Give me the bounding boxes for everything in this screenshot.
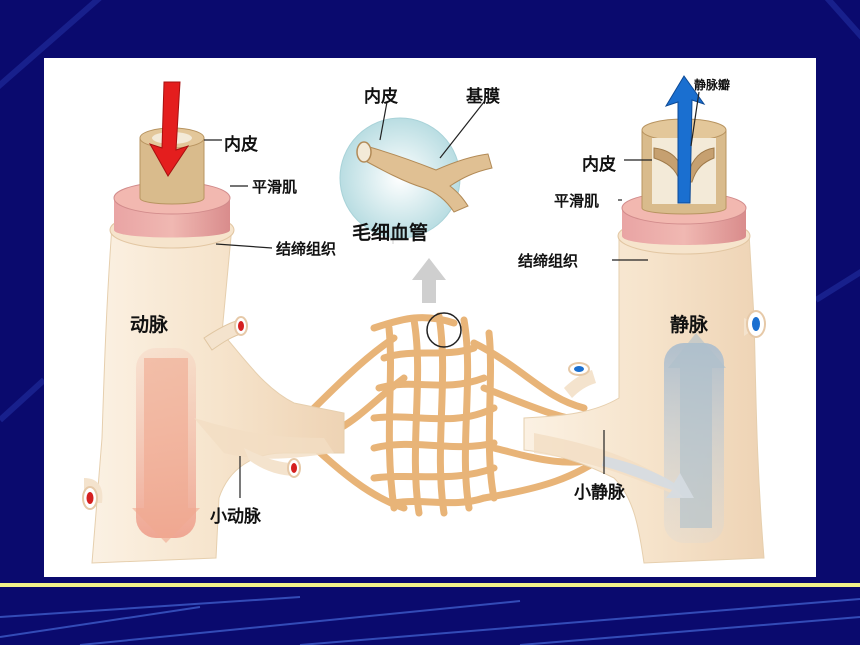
label-vein-valve: 静脉瓣 [694,78,731,92]
label-artery-connective: 结缔组织 [276,240,337,258]
arteriole-branch [194,418,334,459]
label-capillary: 毛细血管 [352,222,429,244]
label-artery-smooth-muscle: 平滑肌 [252,178,298,196]
label-artery: 动脉 [130,314,169,336]
label-capillary-endothelium: 内皮 [364,87,398,107]
label-venule: 小静脉 [574,483,625,503]
blood-vessel-diagram [82,75,766,564]
label-vein-smooth-muscle: 平滑肌 [554,192,600,210]
label-vein-endothelium: 内皮 [582,155,616,175]
capillary-focus-circle [426,312,462,348]
blue-arrow-up-icon [664,75,706,204]
label-artery-endothelium: 内皮 [224,135,258,155]
venule-flow-arrow [602,456,694,498]
label-arteriole: 小动脉 [210,507,261,527]
label-capillary-basement: 基膜 [466,87,500,107]
capillary-segment [359,145,493,213]
diagram-panel: 内皮 平滑肌 结缔组织 动脉 小动脉 内皮 基膜 毛细血管 静脉瓣 内皮 平滑肌… [44,58,816,577]
label-vein-connective: 结缔组织 [518,252,579,270]
label-vein: 静脉 [670,314,709,336]
artery-flow-arrow-faded [132,358,200,543]
bottom-decoration [0,577,860,645]
red-arrow-down-icon [148,81,190,177]
gray-arrow-up-icon [412,258,446,303]
